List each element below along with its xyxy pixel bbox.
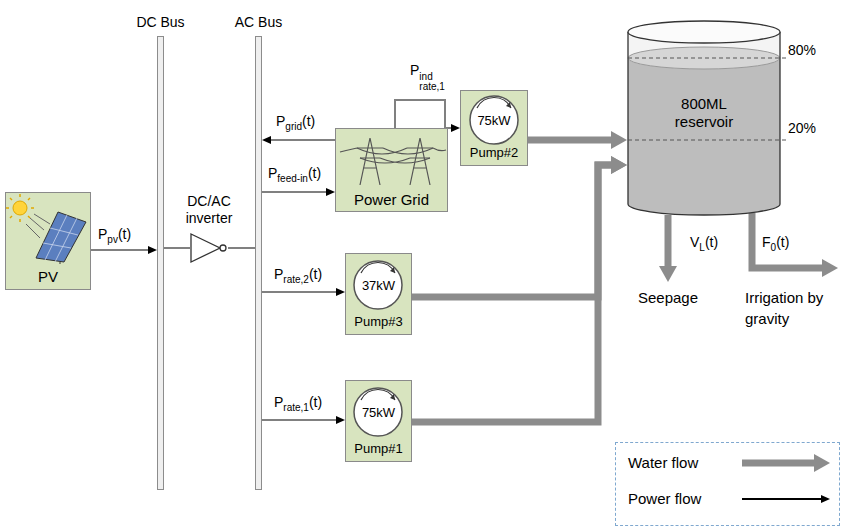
dc-bus-bar: DC Bus (157, 36, 164, 490)
legend-label: Water flow (628, 454, 698, 471)
power-flow-line (262, 419, 336, 421)
inverter-symbol: DC/AC inverter (190, 233, 228, 263)
impeller-arrow (361, 262, 395, 273)
node-label: 37kW (362, 278, 395, 294)
legend-row: Power flow (628, 487, 833, 511)
node-heading: DC Bus (136, 14, 184, 31)
edge-label: Pgrid(t) (276, 113, 315, 135)
edge-label: Ppv(t) (98, 226, 131, 248)
reservoir-wall (628, 32, 780, 215)
power-flow-line (395, 100, 451, 128)
power-flow-line (262, 191, 326, 193)
sun (13, 201, 27, 215)
irrigation-flow (752, 213, 822, 268)
legend-label: Power flow (628, 490, 701, 507)
legend-row: Water flow (628, 451, 833, 475)
node-label: Pump#1 (354, 441, 402, 457)
pv-panel-icon (6, 194, 86, 264)
node-heading: AC Bus (235, 14, 282, 31)
water-flow-arrow (528, 137, 611, 144)
legend-box: Water flowPower flow (615, 442, 840, 526)
power-lines (340, 148, 446, 163)
power-flow-line (271, 139, 335, 141)
grid-box-fill (335, 128, 448, 212)
water-flow-arrowhead (814, 454, 830, 472)
power-flow-line (228, 247, 255, 249)
level-mark: 80% (788, 40, 816, 60)
reservoir-water (628, 58, 780, 215)
pump-box: 37kW Pump#3 (345, 253, 412, 335)
power-grid-box: Power Grid (335, 128, 448, 212)
node-label: 800ML reservoir (654, 95, 754, 131)
reservoir-cylinder: 800ML reservoir (627, 20, 781, 216)
edge-label: Pind rate,1 (410, 62, 445, 92)
outlet-label: Seepage (638, 287, 698, 308)
edge-label: Pfeed-in(t) (268, 165, 321, 187)
water-flow-arrow (412, 165, 611, 422)
pump-box-fill (345, 380, 412, 462)
grid-towers-icon (340, 138, 446, 185)
node-label: Power Grid (354, 191, 429, 209)
pump-casing (354, 261, 402, 309)
legend-swatch (740, 487, 832, 511)
pump-box: 75kW Pump#2 (460, 90, 528, 166)
impeller-arrow (477, 97, 511, 108)
ac-bus-bar: AC Bus (255, 36, 262, 490)
legend-swatch (740, 451, 832, 475)
outlet-flows (659, 213, 838, 282)
reservoir-body (628, 32, 780, 215)
pv-box-fill (5, 192, 91, 290)
impeller-arrowhead (390, 394, 395, 400)
pv-box: PV (5, 192, 91, 290)
outlet-label: Irrigation by gravity (745, 287, 845, 329)
reservoir-top (628, 21, 780, 43)
water-flow-arrow (412, 165, 611, 297)
level-mark: 20% (788, 118, 816, 138)
inverter-triangle (191, 234, 220, 262)
power-flow-arrowhead (821, 495, 830, 503)
edge-label: Prate,1(t) (274, 394, 322, 416)
seepage-flow (665, 215, 672, 266)
impeller-arrowhead (390, 267, 395, 273)
pump-box: 75kW Pump#1 (345, 380, 412, 462)
inverter-symbol-outline (190, 233, 228, 263)
pump-box-fill (460, 90, 528, 166)
power-flow-line (164, 247, 190, 249)
pump-casing (470, 96, 518, 144)
power-flow-sample (742, 498, 821, 500)
inverter-bubble (220, 245, 226, 251)
node-label: 75kW (362, 405, 395, 421)
pump-box-fill (345, 253, 412, 335)
pump-casing (354, 388, 402, 436)
flow-arrowhead (659, 266, 677, 282)
level-line (628, 58, 787, 59)
node-label: 75kW (477, 113, 510, 129)
sun-rays (6, 194, 34, 222)
impeller-arrow (361, 389, 395, 400)
impeller-arrowhead (506, 102, 511, 108)
flow-label: F0(t) (762, 232, 789, 258)
node-label: Pump#2 (470, 145, 518, 161)
power-flow-line (262, 291, 336, 293)
flow-arrowhead (822, 259, 838, 277)
node-label: Pump#3 (354, 314, 402, 330)
pump-icon (470, 96, 518, 144)
node-heading: DC/AC inverter (169, 193, 249, 227)
panel-grid (43, 215, 78, 262)
node-label: PV (38, 268, 58, 286)
solar-panel (36, 212, 86, 262)
edge-label: Prate,2(t) (274, 266, 322, 288)
pump-icon (354, 388, 402, 436)
light-rays (26, 214, 50, 238)
flow-label: VL(t) (690, 232, 718, 258)
panel-stand (60, 262, 61, 264)
power-flow-line (91, 249, 148, 251)
pump-icon (354, 261, 402, 309)
water-flow-sample (742, 460, 814, 467)
level-line (628, 140, 787, 141)
